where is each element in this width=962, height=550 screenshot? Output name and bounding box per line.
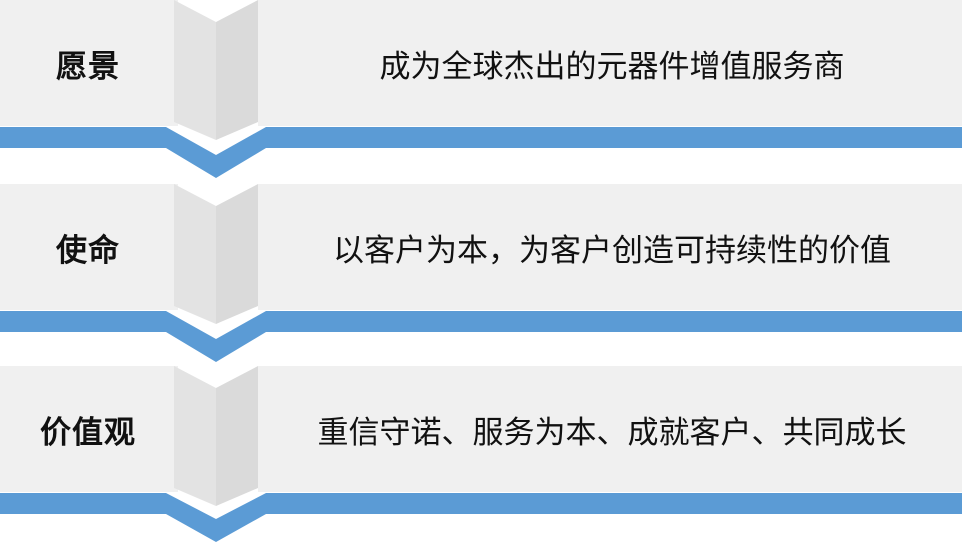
row-text: 成为全球杰出的元器件增值服务商: [379, 48, 845, 85]
row-shapes: [0, 184, 962, 362]
right-panel: [258, 184, 962, 310]
row-label: 价值观: [40, 414, 136, 451]
right-panel: [258, 0, 962, 126]
band-right: [266, 493, 962, 514]
row-vision: 愿景 成为全球杰出的元器件增值服务商: [0, 0, 962, 184]
band-left: [0, 493, 166, 514]
left-panel: [0, 366, 178, 492]
row-values: 价值观 重信守诺、服务为本、成就客户、共同成长: [0, 366, 962, 550]
right-panel: [258, 366, 962, 492]
fold-right-face: [216, 366, 258, 506]
row-shapes: [0, 0, 962, 178]
row-shapes: [0, 366, 962, 542]
left-panel: [0, 0, 178, 126]
fold-right-face: [216, 184, 258, 324]
row-label: 愿景: [56, 48, 120, 85]
row-mission: 使命 以客户为本，为客户创造可持续性的价值: [0, 184, 962, 368]
fold-left-face: [174, 366, 216, 506]
left-panel: [0, 184, 178, 310]
fold-left-face: [174, 0, 216, 140]
fold-left-face: [174, 184, 216, 324]
chevron-down-icon: [166, 311, 266, 362]
chevron-down-icon: [166, 493, 266, 542]
band-left: [0, 311, 166, 332]
band-right: [266, 311, 962, 332]
row-label: 使命: [56, 232, 120, 269]
row-text: 以客户为本，为客户创造可持续性的价值: [333, 232, 891, 269]
row-text: 重信守诺、服务为本、成就客户、共同成长: [317, 414, 907, 451]
fold-right-face: [216, 0, 258, 140]
chevron-down-icon: [166, 127, 266, 178]
band-right: [266, 127, 962, 148]
band-left: [0, 127, 166, 148]
